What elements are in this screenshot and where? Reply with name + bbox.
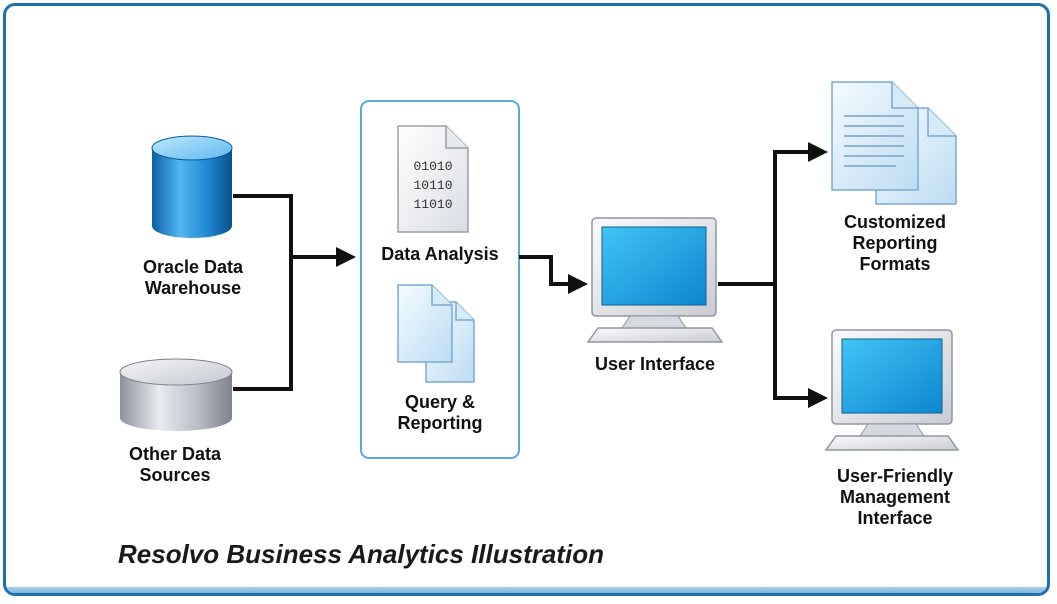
management-interface-label: User-Friendly Management Interface xyxy=(836,466,954,528)
monitor-icon xyxy=(586,217,724,343)
reporting-formats-label: Customized Reporting Formats xyxy=(843,212,946,274)
database-icon xyxy=(151,135,233,238)
connectors xyxy=(233,142,828,408)
user-interface-label: User Interface xyxy=(594,354,716,374)
other-data-sources-label: Other Data Sources xyxy=(128,444,222,485)
binary-line: 10110 xyxy=(413,178,452,193)
arrow-to-reporting xyxy=(773,142,828,284)
oracle-data-warehouse-label: Oracle Data Warehouse xyxy=(142,257,244,298)
binary-line: 01010 xyxy=(413,159,452,174)
monitor-icon xyxy=(824,329,960,451)
frame-bottom-band xyxy=(6,587,1047,593)
arrow-to-ui xyxy=(519,255,588,294)
documents-icon xyxy=(831,81,957,205)
arrow-to-management xyxy=(773,284,828,408)
data-analysis-label: Data Analysis xyxy=(381,244,499,264)
database-icon xyxy=(119,358,233,431)
sources-bracket xyxy=(233,194,293,391)
binary-line: 11010 xyxy=(413,197,452,212)
query-reporting-label: Query & Reporting xyxy=(397,392,483,433)
document-icon xyxy=(397,125,469,233)
diagram-title: Resolvo Business Analytics Illustration xyxy=(118,539,604,569)
documents-icon xyxy=(397,284,475,383)
